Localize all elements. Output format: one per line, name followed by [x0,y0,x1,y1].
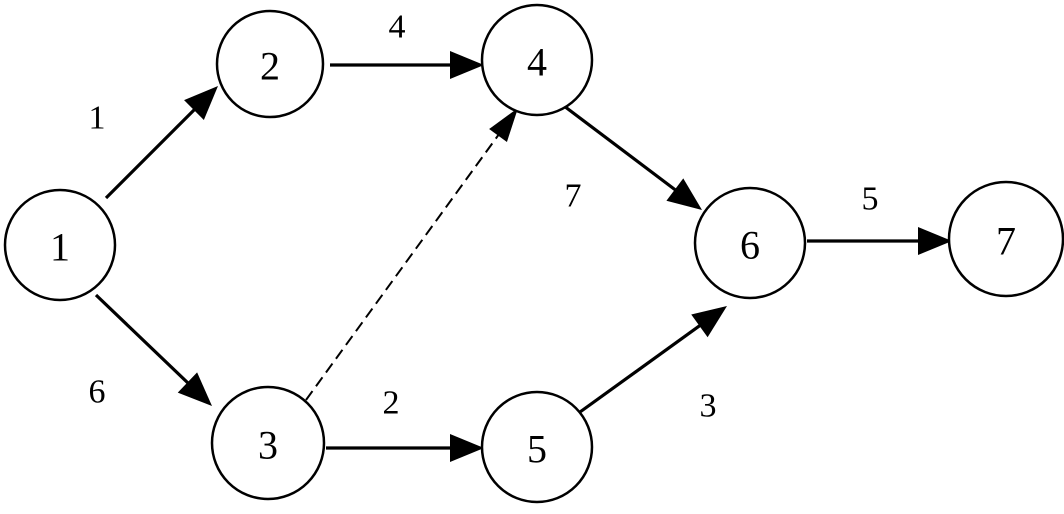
edge-weight-5-6: 3 [700,388,717,425]
arrowhead-5-6 [691,306,727,338]
node-circle-3 [210,385,326,501]
node-5: 5 [480,390,594,504]
arrowhead-3-4 [489,108,518,142]
node-circle-1 [3,188,117,302]
nodes-layer: 1 2 3 4 5 6 7 [3,3,1064,504]
node-4: 4 [480,3,594,117]
arrowhead-1-2 [184,86,218,120]
node-2: 2 [215,9,325,119]
edge-weight-6-7: 5 [862,181,879,218]
node-1: 1 [3,188,117,302]
node-3: 3 [210,385,326,501]
edges-layer [94,51,952,462]
node-label-6: 6 [740,223,760,268]
edge-weight-3-5: 2 [383,385,400,422]
node-label-3: 3 [258,423,278,468]
node-circle-4 [480,3,594,117]
edge-weight-4-6: 7 [565,178,582,215]
node-circle-6 [693,186,807,300]
edge-1-3 [94,293,190,386]
edge-4-6 [563,104,678,193]
node-7: 7 [947,180,1064,298]
node-circle-7 [947,180,1064,298]
edge-weight-2-4: 4 [389,9,406,46]
node-label-2: 2 [260,44,280,89]
node-circle-5 [480,390,594,504]
arrowhead-6-7 [918,227,952,255]
edge-1-2 [104,107,197,200]
node-label-1: 1 [50,225,70,270]
edge-weight-1-3: 6 [89,374,106,411]
edge-5-6 [579,323,702,414]
node-label-7: 7 [996,219,1016,264]
arrowhead-2-4 [450,51,484,79]
arrowhead-1-3 [177,372,212,406]
edge-weight-1-2: 1 [89,100,106,137]
arrowhead-4-6 [666,178,702,210]
edge-3-4-dashed [305,133,501,401]
node-circle-2 [215,9,325,119]
node-label-5: 5 [527,427,547,472]
node-6: 6 [693,186,807,300]
node-label-4: 4 [527,40,547,85]
edge-weights-layer: 1 6 4 2 7 3 5 [89,9,879,425]
arrowhead-3-5 [450,434,484,462]
